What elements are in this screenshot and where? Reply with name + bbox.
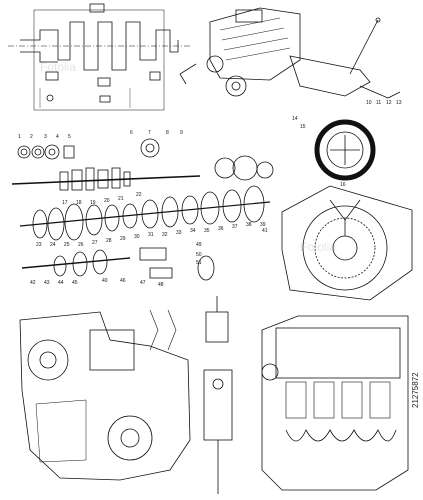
bearing-row xyxy=(17,138,160,160)
callout-label: 46 xyxy=(120,278,126,284)
callout-label: 10 xyxy=(366,100,372,106)
callout-label: 16 xyxy=(340,182,346,188)
engine-cutaway-front xyxy=(261,315,409,491)
callout-label: 22 xyxy=(136,192,142,198)
callout-label: 12 xyxy=(386,100,392,106)
watermark: Fotolia xyxy=(300,240,337,254)
callout-label: 9 xyxy=(180,130,183,136)
callout-label: 8 xyxy=(166,130,169,136)
gear-shafts-exploded xyxy=(11,138,274,281)
callout-label: 28 xyxy=(106,238,112,244)
callout-label: 14 xyxy=(292,116,298,122)
callout-label: 36 xyxy=(218,226,224,232)
callout-label: 20 xyxy=(104,198,110,204)
callout-label: 38 xyxy=(246,222,252,228)
callout-label: 32 xyxy=(162,232,168,238)
callout-label: 13 xyxy=(396,100,402,106)
callout-label: 5 xyxy=(68,134,71,140)
callout-label: 24 xyxy=(50,242,56,248)
callout-label: 35 xyxy=(204,228,210,234)
callout-label: 23 xyxy=(36,242,42,248)
callout-label: 11 xyxy=(376,100,381,106)
callout-label: 15 xyxy=(300,124,306,130)
callout-label: 39 xyxy=(260,222,266,228)
synchro-ring-diagram xyxy=(314,119,376,181)
callout-label: 18 xyxy=(76,200,82,206)
callout-label: 34 xyxy=(190,228,196,234)
callout-label: 6 xyxy=(130,130,133,136)
crankshaft-drawing xyxy=(8,3,190,111)
callout-label: 30 xyxy=(134,234,140,240)
callout-label: 7 xyxy=(148,130,151,136)
callout-label: 42 xyxy=(30,280,36,286)
callout-label: 44 xyxy=(58,280,64,286)
watermark: Fotolia xyxy=(40,60,77,74)
callout-label: 1 xyxy=(18,134,21,140)
callout-label: 26 xyxy=(78,242,84,248)
callout-label: 27 xyxy=(92,240,98,246)
callout-label: 21 xyxy=(118,196,124,202)
stock-id: 21275872 xyxy=(411,372,420,408)
engine-gearbox-assembly xyxy=(179,7,401,99)
callout-label: 29 xyxy=(120,236,126,242)
callout-label: 51 xyxy=(196,260,202,266)
callout-label: 48 xyxy=(158,282,164,288)
callout-label: 40 xyxy=(102,278,108,284)
callout-label: 17 xyxy=(62,200,68,206)
callout-label: 43 xyxy=(44,280,50,286)
callout-labels: 1 2 3 4 5 6 7 8 9 17 18 19 20 21 22 23 2… xyxy=(18,100,402,288)
callout-label: 41 xyxy=(262,228,268,234)
callout-label: 37 xyxy=(232,224,238,230)
callout-label: 31 xyxy=(148,232,154,238)
callout-label: 47 xyxy=(140,280,146,286)
callout-label: 4 xyxy=(56,134,59,140)
callout-label: 3 xyxy=(44,134,47,140)
oil-pump-parts xyxy=(203,296,233,494)
callout-label: 49 xyxy=(196,242,202,248)
callout-label: 2 xyxy=(30,134,33,140)
callout-label: 50 xyxy=(196,252,202,258)
clutch-housing-cutaway xyxy=(281,185,413,301)
callout-label: 19 xyxy=(90,200,96,206)
callout-label: 45 xyxy=(72,280,78,286)
callout-label: 33 xyxy=(176,230,182,236)
engine-side-view xyxy=(19,309,191,481)
callout-label: 25 xyxy=(64,242,70,248)
